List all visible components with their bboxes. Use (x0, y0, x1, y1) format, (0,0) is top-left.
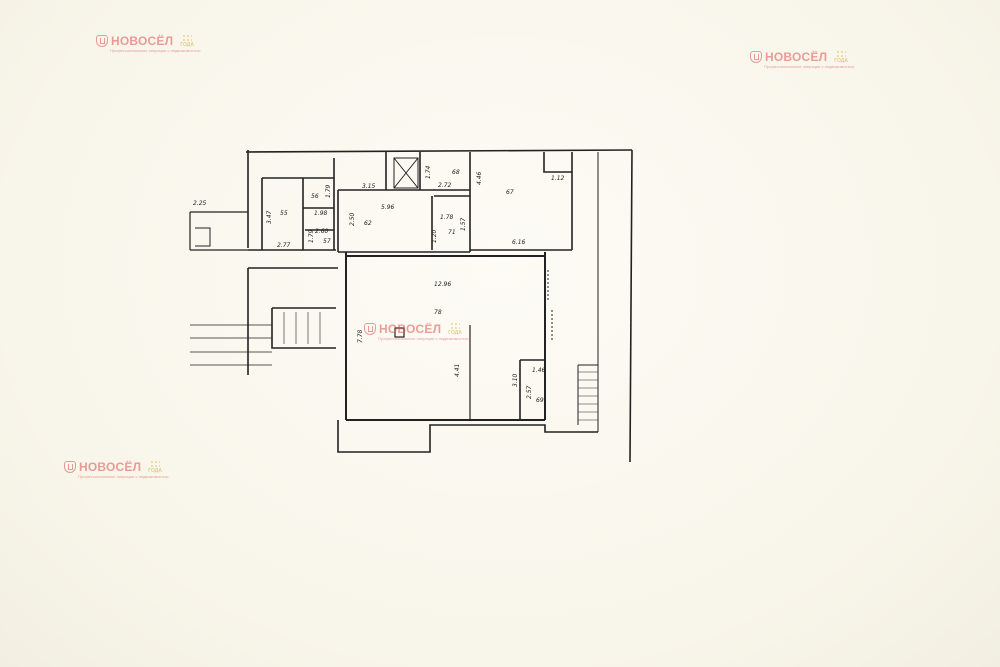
watermark-center: НОВОСЁЛ ГОДА Профессиональные операции с… (364, 322, 468, 341)
watermark-tagline: Профессиональные операции с недвижимость… (764, 64, 855, 69)
room-55: 55 (280, 210, 288, 217)
watermark-bottom-left: НОВОСЁЛ ГОДА Профессиональные операции с… (64, 460, 168, 479)
dim-3-15: 3.15 (362, 183, 376, 190)
dim-2-25: 2.25 (193, 200, 207, 207)
novosel-logo-icon (364, 323, 376, 335)
watermark-top-left: НОВОСЁЛ ГОДА Профессиональные операции с… (96, 34, 200, 53)
watermark-brand: НОВОСЁЛ (765, 50, 828, 64)
dim-5-96: 5.96 (381, 204, 395, 211)
room-57: 57 (323, 238, 331, 245)
dim-1-20: 1.20 (431, 229, 438, 243)
dim-1-78: 1.78 (440, 214, 454, 221)
watermark-badge: ГОДА (448, 322, 462, 336)
dim-2-50: 2.50 (349, 212, 356, 226)
dim-1-46: 1.46 (532, 367, 546, 374)
dim-2-60: 2.60 (315, 228, 329, 235)
watermark-tagline: Профессиональные операции с недвижимость… (110, 48, 201, 53)
dim-7-78: 7.78 (357, 329, 364, 343)
watermark-badge: ГОДА (180, 34, 194, 48)
dim-2-77: 2.77 (277, 242, 291, 249)
room-56: 56 (311, 193, 319, 200)
watermark-tagline: Профессиональные операции с недвижимость… (378, 336, 469, 341)
room-71: 71 (448, 229, 456, 236)
dim-1-57: 1.57 (460, 217, 467, 231)
watermark-tagline: Профессиональные операции с недвижимость… (78, 474, 169, 479)
dim-3-10: 3.10 (512, 373, 519, 387)
wall-right-outer (629, 149, 633, 463)
dim-2-72: 2.72 (438, 182, 452, 189)
dim-1-74: 1.74 (425, 165, 432, 179)
dim-12-96: 12.96 (434, 281, 451, 288)
room-78: 78 (434, 309, 442, 316)
watermark-brand: НОВОСЁЛ (79, 460, 142, 474)
wall-top (245, 149, 633, 153)
dim-1-12: 1.12 (551, 175, 565, 182)
watermark-brand: НОВОСЁЛ (379, 322, 442, 336)
novosel-logo-icon (96, 35, 108, 47)
watermark-top-right: НОВОСЁЛ ГОДА Профессиональные операции с… (750, 50, 854, 69)
room-62: 62 (364, 220, 372, 227)
watermark-brand: НОВОСЁЛ (111, 34, 174, 48)
novosel-logo-icon (750, 51, 762, 63)
novosel-logo-icon (64, 461, 76, 473)
dim-2-57: 2.57 (526, 385, 533, 399)
dim-4-41: 4.41 (454, 364, 461, 377)
watermark-badge: ГОДА (148, 460, 162, 474)
room-67: 67 (506, 189, 514, 196)
room-69: 69 (536, 397, 544, 404)
dim-6-16: 6.16 (512, 239, 526, 246)
watermark-badge: ГОДА (834, 50, 848, 64)
dim-1-98: 1.98 (314, 210, 328, 217)
room-68: 68 (452, 169, 460, 176)
dim-3-47: 3.47 (266, 210, 273, 224)
dim-1-79-b: 1.79 (308, 229, 315, 243)
dim-1-79-a: 1.79 (325, 184, 332, 198)
dim-4-46: 4.46 (476, 171, 483, 185)
